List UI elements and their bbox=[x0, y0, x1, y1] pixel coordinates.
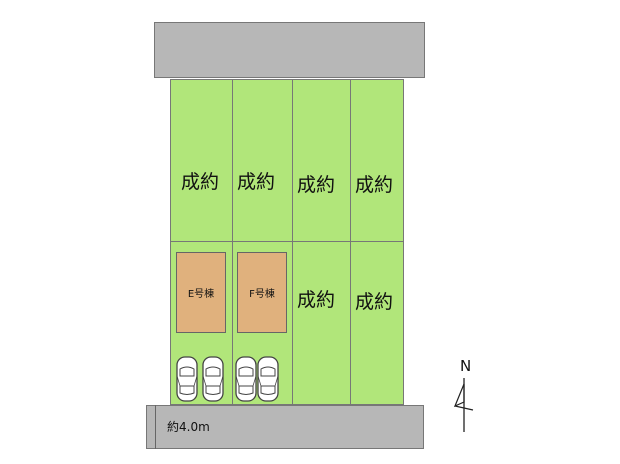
compass-label: N bbox=[460, 357, 472, 375]
north-arrow-icon bbox=[453, 378, 474, 432]
car-icon bbox=[176, 356, 198, 402]
road-south bbox=[146, 405, 424, 449]
lot-status-label: 成約 bbox=[181, 171, 220, 193]
lot-status-label: 成約 bbox=[355, 174, 394, 196]
lot-status-label: 成約 bbox=[297, 174, 336, 196]
house-e: E号棟 bbox=[176, 252, 226, 333]
lot-upper-3 bbox=[292, 79, 351, 242]
road-edge-marker bbox=[146, 405, 156, 449]
lot-upper-1 bbox=[170, 79, 233, 242]
lot-upper-4 bbox=[350, 79, 404, 242]
lot-lower-3 bbox=[292, 241, 351, 405]
car-icon bbox=[235, 356, 257, 402]
lot-upper-2 bbox=[232, 79, 293, 242]
lot-status-label: 成約 bbox=[355, 291, 394, 313]
road-north bbox=[154, 22, 425, 78]
lot-status-label: 成約 bbox=[297, 289, 336, 311]
road-width-label: 約4.0m bbox=[167, 420, 210, 434]
car-icon bbox=[257, 356, 279, 402]
lot-status-label: 成約 bbox=[237, 171, 276, 193]
lot-lower-4 bbox=[350, 241, 404, 405]
car-icon bbox=[202, 356, 224, 402]
house-f: F号棟 bbox=[237, 252, 287, 333]
